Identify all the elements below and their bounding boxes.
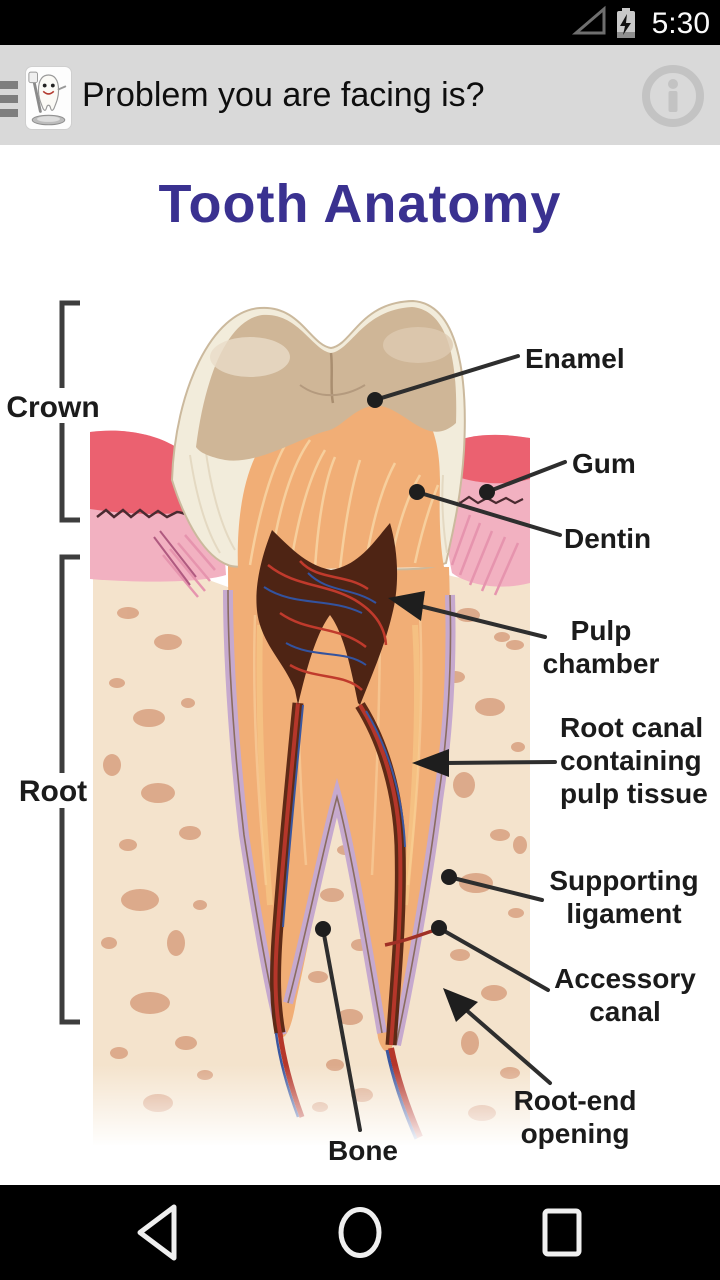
tooth-illustration: [59, 299, 567, 1147]
label-supporting-ligament: Supporting ligament: [549, 865, 699, 929]
battery-charging-icon: [617, 8, 635, 38]
label-accessory-canal: Accessory canal: [554, 963, 696, 1027]
leader-dots: [315, 392, 495, 937]
signal-icon: [571, 5, 606, 35]
label-enamel: Enamel: [525, 343, 625, 374]
label-crown: Crown: [6, 391, 100, 424]
home-button[interactable]: [338, 1207, 382, 1258]
back-button[interactable]: [137, 1204, 177, 1261]
leader-lines: [321, 354, 567, 1132]
status-icons: [571, 5, 635, 38]
info-icon[interactable]: [640, 63, 706, 129]
figure-title: Tooth Anatomy: [158, 174, 562, 234]
label-root: Root: [18, 775, 88, 808]
label-root-canal: Root canal containing pulp tissue: [560, 712, 708, 809]
gum-tissue: [90, 430, 530, 598]
tooth-anatomy-figure: Tooth Anatomy Crown Root Enamel Gum Dent…: [0, 145, 720, 1185]
recents-button[interactable]: [542, 1208, 582, 1257]
label-dentin: Dentin: [564, 523, 652, 554]
navigation-bar: [0, 1185, 720, 1280]
label-pulp-chamber: Pulp chamber: [542, 615, 660, 679]
page-title: Problem you are facing is?: [82, 76, 485, 114]
label-gum: Gum: [572, 448, 636, 479]
label-bone: Bone: [328, 1135, 398, 1166]
pulp-vessels: [263, 560, 388, 691]
label-root-end-opening: Root-end opening: [513, 1085, 637, 1149]
hamburger-menu-icon[interactable]: [0, 81, 18, 119]
app-bar: Problem you are facing is?: [0, 45, 720, 147]
status-time: 5:30: [651, 7, 710, 40]
tooth-mascot-icon: [25, 66, 72, 130]
leader-arrowheads: [388, 591, 478, 1022]
crown-root-brackets: [59, 300, 80, 1025]
pulp-chamber-cavity: [256, 523, 398, 705]
status-bar: 5:30: [0, 0, 720, 45]
